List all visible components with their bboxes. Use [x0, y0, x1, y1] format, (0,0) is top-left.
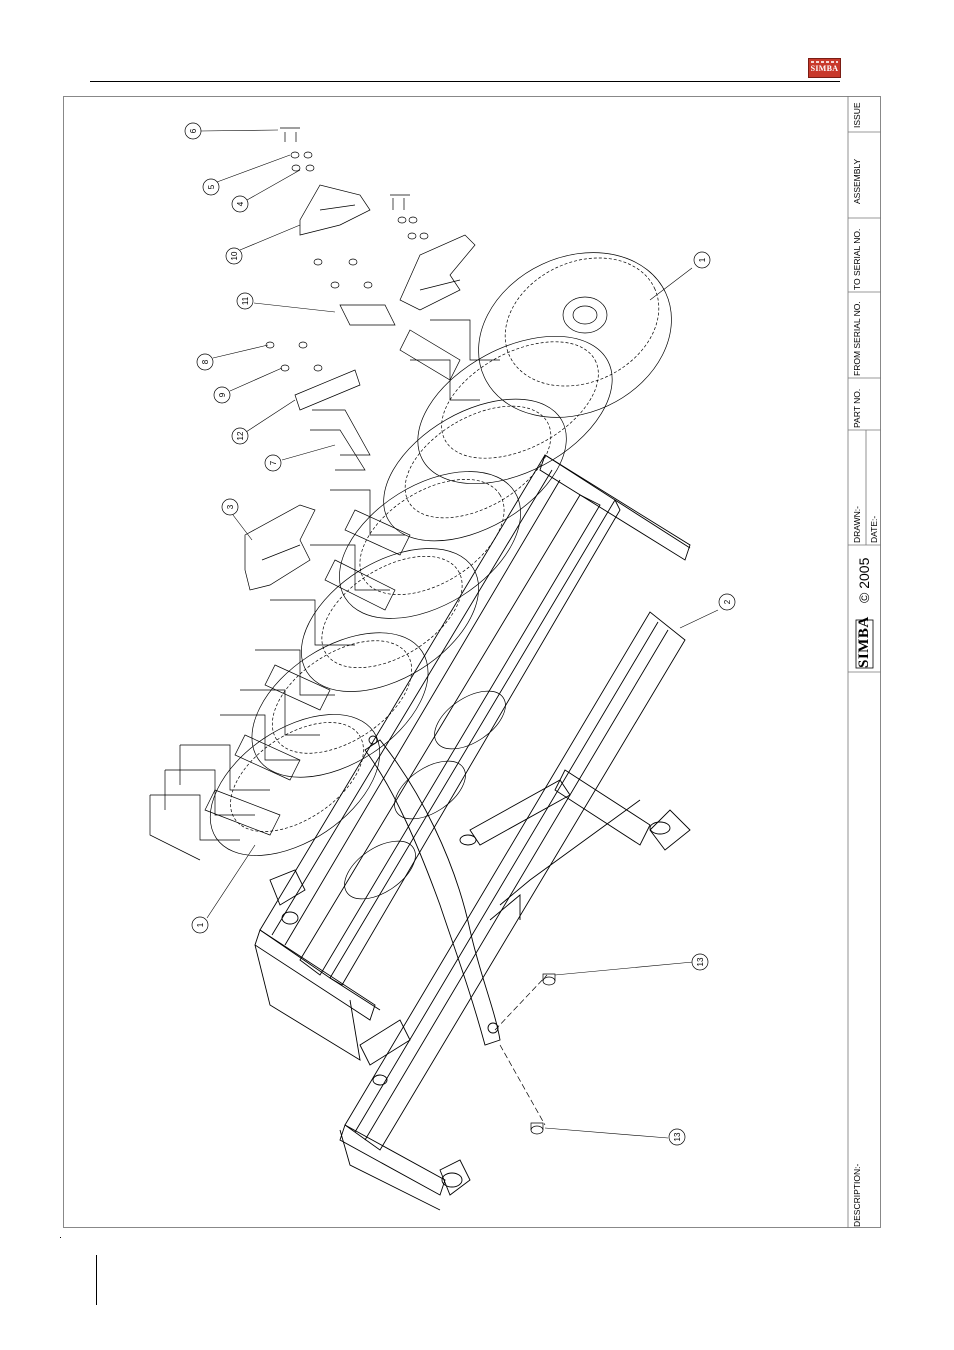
brand-logo: SIMBA [856, 616, 873, 668]
disc-gang [185, 222, 699, 911]
callout-label: 13 [696, 957, 705, 966]
drawn-label: DRAWN:- [852, 506, 862, 543]
part-no-label: PART NO. [852, 389, 862, 428]
description-label: DESCRIPTION:- [852, 1164, 862, 1227]
callout-label: 6 [189, 128, 198, 133]
copyright-text: © 2005 [856, 558, 872, 603]
callout-label: 12 [236, 431, 245, 440]
issue-label: ISSUE [852, 102, 862, 128]
callout-label: 9 [218, 392, 227, 397]
disc-brackets [150, 320, 500, 860]
leader-lines [201, 130, 718, 1138]
callout-label: 8 [201, 359, 210, 364]
callout-label: 10 [230, 251, 239, 260]
callout-label: 3 [226, 504, 235, 509]
assembly-label: ASSEMBLY [852, 159, 862, 204]
callout-label: 2 [723, 599, 732, 604]
to-serial-label: TO SERIAL NO. [852, 229, 862, 290]
from-serial-label: FROM SERIAL NO. [852, 301, 862, 376]
callout-label: 4 [236, 201, 245, 206]
callout-label: 1 [698, 257, 707, 262]
callout-label: 7 [269, 460, 278, 465]
callout-label: 13 [673, 1132, 682, 1141]
exploded-parts [245, 128, 555, 1134]
callout-label: 5 [207, 184, 216, 189]
callout-label: 1 [196, 922, 205, 927]
callout-label: 11 [241, 296, 250, 305]
main-frame [255, 455, 690, 1210]
date-label: DATE:- [869, 516, 879, 543]
